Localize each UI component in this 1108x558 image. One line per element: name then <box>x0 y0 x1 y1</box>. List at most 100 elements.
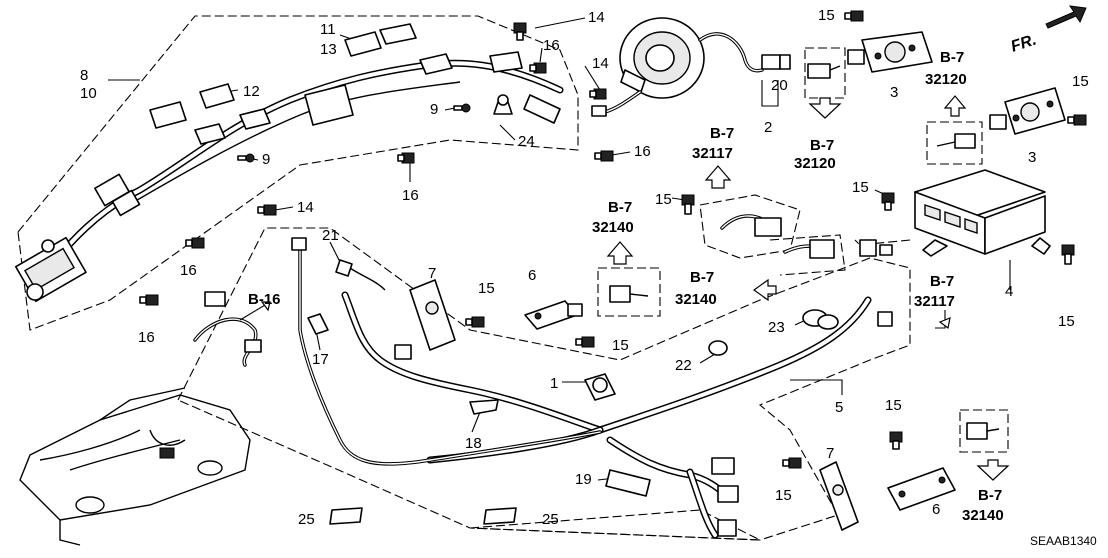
clip-18 <box>469 399 499 415</box>
label-16-mid: 16 <box>402 187 419 204</box>
leader-21 <box>329 241 341 263</box>
label-17: 17 <box>312 351 329 368</box>
label-15-b7: 15 <box>655 191 672 208</box>
sensor-7-lower <box>819 461 859 531</box>
label-7-center: 7 <box>428 265 436 282</box>
leader-14-top <box>534 17 586 29</box>
label-21: 21 <box>322 227 339 244</box>
clip-24 <box>493 94 513 115</box>
label-2: 2 <box>764 119 772 136</box>
clip-19 <box>605 469 651 497</box>
side-sensor-3-right <box>989 87 1066 135</box>
leader-16-right <box>611 151 631 156</box>
front-direction-label: FR. <box>1009 32 1039 56</box>
label-22: 22 <box>675 357 692 374</box>
label-9-left: 9 <box>262 151 270 168</box>
leader-22 <box>699 353 716 364</box>
ref-b7-32120-a-code: 32120 <box>794 155 836 172</box>
label-14-left: 14 <box>297 199 314 216</box>
label-15-right: 15 <box>1072 73 1089 90</box>
connector-6-right <box>966 422 1000 440</box>
leader-18 <box>471 411 481 433</box>
part-number-labels: 8 10 11 13 12 14 16 14 9 9 24 16 16 14 1… <box>80 7 1089 528</box>
module-lead-outline <box>854 239 911 246</box>
label-14-top: 14 <box>588 9 605 26</box>
ref-b7-32140-a-code: 32140 <box>592 219 634 236</box>
label-3-top: 3 <box>890 84 898 101</box>
leader-16-top <box>539 47 543 63</box>
ref-b7-32117-a-section: B-7 <box>710 125 734 142</box>
conn-6b-outline <box>959 409 1009 453</box>
label-6-center: 6 <box>528 267 536 284</box>
label-16-top: 16 <box>543 37 560 54</box>
label-19: 19 <box>575 471 592 488</box>
label-5: 5 <box>835 399 843 416</box>
bolt-icons <box>139 10 1087 469</box>
srs-unit <box>914 169 1051 257</box>
pad-25-left <box>329 507 363 525</box>
leader-b7-32117-arrow <box>935 310 946 329</box>
side-sensor-3-top <box>847 31 933 73</box>
seatbelt-cable <box>298 243 602 466</box>
clip-1 <box>584 373 616 401</box>
b7-32140-right-outline <box>769 234 846 276</box>
ref-b7-32120-b-section: B-7 <box>940 49 964 66</box>
label-11: 11 <box>320 21 336 38</box>
leader-24 <box>499 124 516 141</box>
ref-b16-section: B-16 <box>248 291 281 308</box>
diagram-code: SEAAB1340 <box>1030 534 1097 548</box>
ref-b7-32120-a-section: B-7 <box>810 137 834 154</box>
leader-14-mid <box>584 65 601 91</box>
car-outline-illustration <box>19 387 251 546</box>
ref-b7-32117-b-code: 32117 <box>914 293 955 310</box>
ref-b7-32140-c-code: 32140 <box>962 507 1004 524</box>
conn-3-outline <box>926 121 983 165</box>
conn-6-outline <box>597 267 661 317</box>
mounting-brackets <box>149 23 561 145</box>
floor-harness-group-outline <box>177 227 911 541</box>
sensor-6-center <box>524 300 583 330</box>
ref-b7-32117-b-section: B-7 <box>930 273 954 290</box>
ref-b7-32140-b-code: 32140 <box>675 291 717 308</box>
connector-3-pigtail <box>807 63 976 149</box>
label-25-left: 25 <box>298 511 315 528</box>
sensor-6-right <box>887 467 956 511</box>
ref-b7-32120-b-code: 32120 <box>925 71 967 88</box>
clip-23 <box>802 309 839 330</box>
ref-b7-32140-a-section: B-7 <box>608 199 632 216</box>
label-16-bottom: 16 <box>138 329 155 346</box>
connector-6-center <box>609 285 649 303</box>
label-9-top: 9 <box>430 101 438 118</box>
reference-labels: B-7 32120 B-7 32120 B-7 32117 B-7 32140 … <box>248 49 1004 524</box>
label-10: 10 <box>80 85 97 102</box>
curtain-airbag-group-outline <box>17 15 579 331</box>
label-16-left: 16 <box>180 262 197 279</box>
label-1: 1 <box>550 375 558 392</box>
label-15-sensor: 15 <box>885 397 902 414</box>
label-15-srs: 15 <box>1058 313 1075 330</box>
label-15-module: 15 <box>852 179 869 196</box>
label-23: 23 <box>768 319 785 336</box>
clip-22 <box>708 340 728 356</box>
label-18: 18 <box>465 435 482 452</box>
label-6-right: 6 <box>932 501 940 518</box>
label-20: 20 <box>771 77 788 94</box>
label-15-top: 15 <box>818 7 835 24</box>
inflator-clamp <box>94 173 141 217</box>
ref-b7-32117-a-code: 32117 <box>692 145 733 162</box>
cable-reel <box>591 17 791 117</box>
leader-2 <box>761 80 779 107</box>
label-16-right: 16 <box>634 143 651 160</box>
connector-wiring-b7 <box>720 214 835 259</box>
label-15-lower: 15 <box>612 337 629 354</box>
clip-17 <box>307 313 329 335</box>
sensor-7-center <box>409 279 456 351</box>
label-4: 4 <box>1005 283 1013 300</box>
pad-25-right <box>483 507 517 525</box>
label-12: 12 <box>243 83 260 100</box>
leader-5 <box>790 379 843 395</box>
label-7-lower: 7 <box>826 445 834 462</box>
clip-21 <box>335 259 386 291</box>
